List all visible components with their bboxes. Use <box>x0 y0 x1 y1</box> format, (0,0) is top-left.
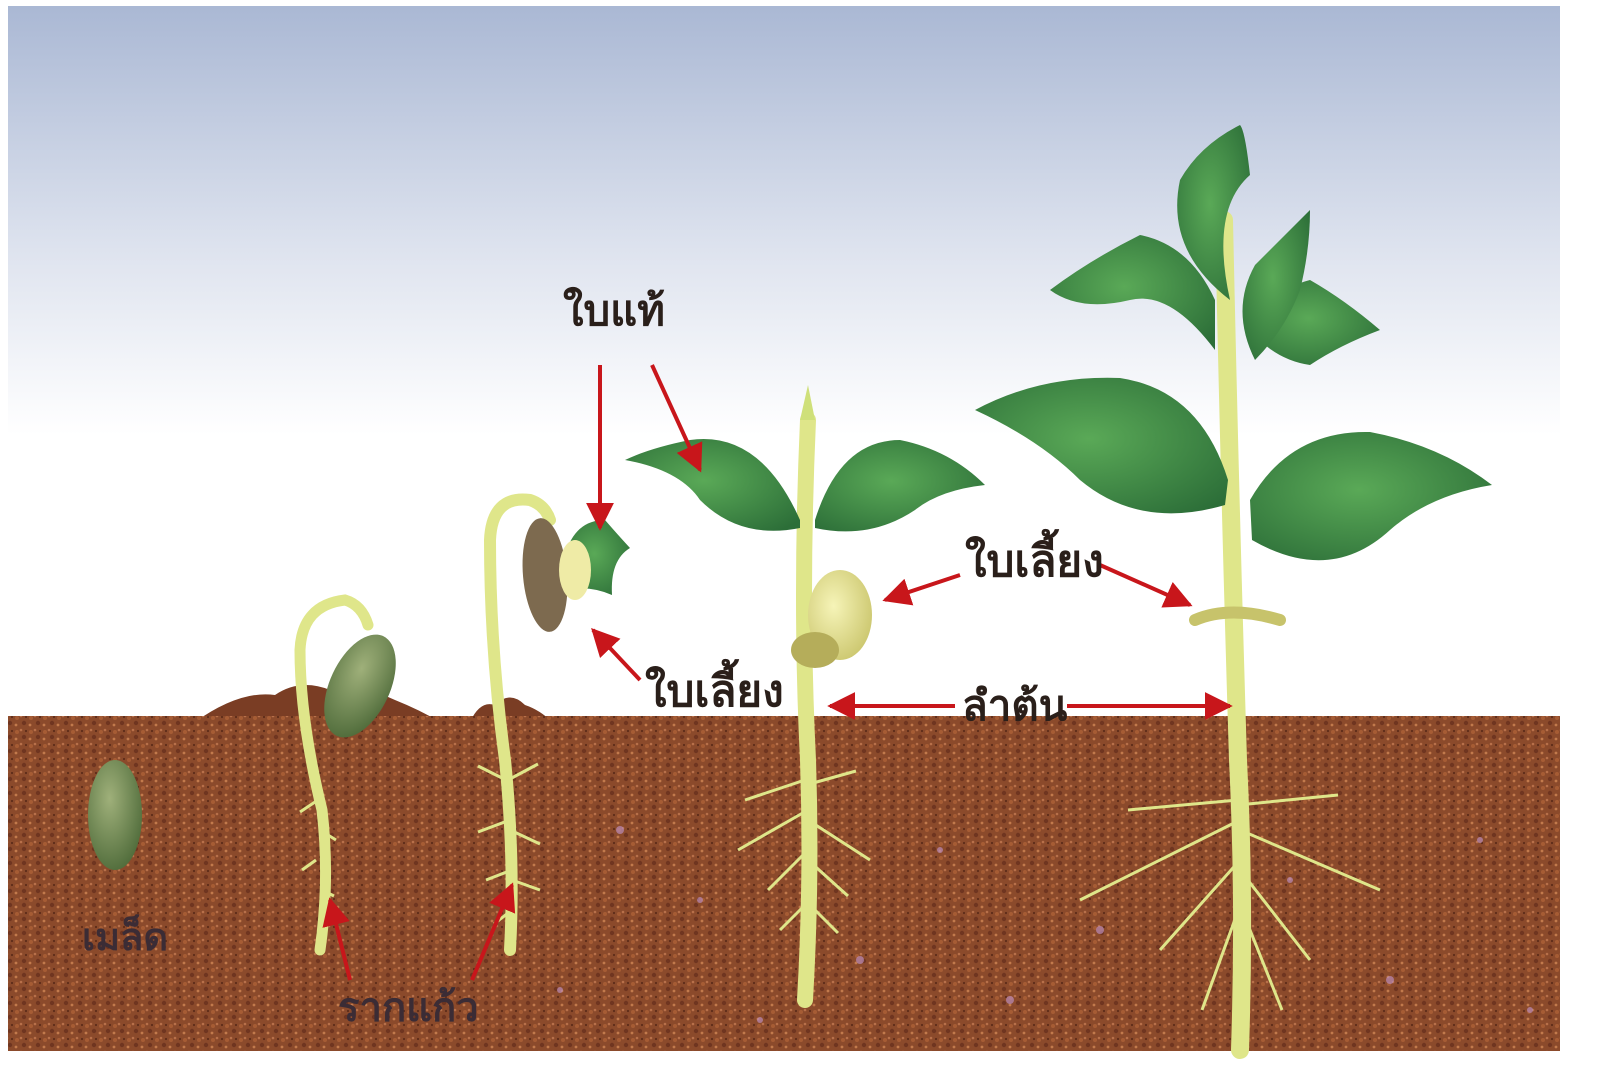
label-stem: ลำต้น <box>962 685 1067 727</box>
label-cotyledon-right: ใบเลี้ยง <box>965 540 1104 584</box>
soil <box>8 716 1560 1051</box>
label-seed: เมล็ด <box>82 918 168 956</box>
sky-background <box>8 6 1560 721</box>
label-true-leaf: ใบแท้ <box>563 290 665 332</box>
label-cotyledon-left: ใบเลี้ยง <box>645 670 784 714</box>
label-radicle: รากแก้ว <box>338 988 479 1028</box>
seed <box>88 760 142 870</box>
